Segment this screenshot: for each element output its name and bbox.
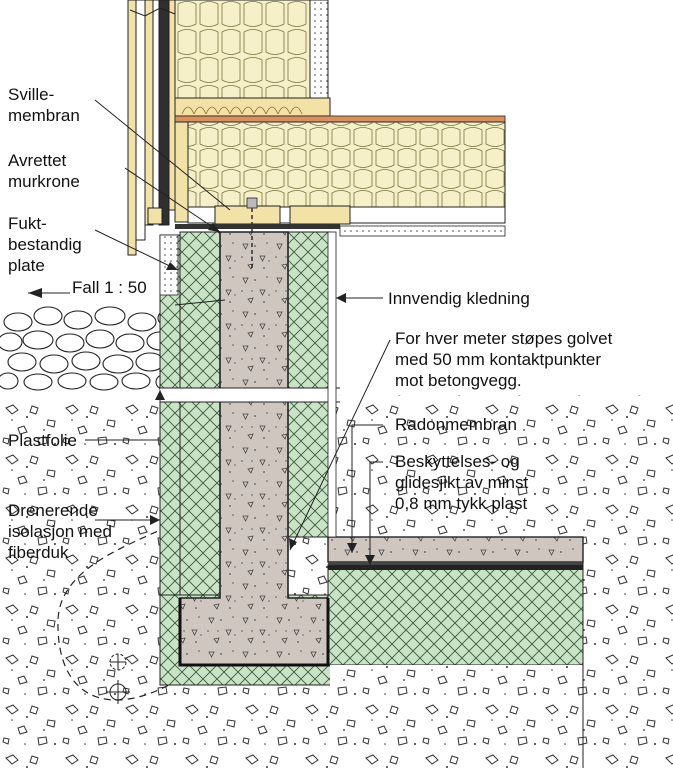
label-radonmembran: Radonmembran [395, 415, 517, 434]
label-drenerende-isolasjon: Drenerende isolasjon med fiberduk [8, 501, 112, 562]
label-avrettet-murkrone: Avrettet murkrone [8, 151, 80, 191]
floor-slab [327, 536, 584, 563]
label-fall: Fall 1 : 50 [72, 278, 147, 297]
drain-pipe-icon [106, 653, 130, 704]
interior-lining [327, 231, 337, 538]
drainage-stones [0, 300, 179, 391]
label-plastfolie: Plastfolie [8, 431, 77, 450]
leader-lines [85, 99, 391, 565]
label-kontaktpunkter: For hver meter støpes golvet med 50 mm k… [395, 329, 613, 390]
label-sville-membran: Sville- membran [8, 85, 80, 125]
label-innvendig-kledning: Innvendig kledning [388, 289, 530, 308]
floor-insulation [327, 564, 584, 666]
label-fuktbestandig-plate: Fukt- bestandig plate [8, 214, 82, 275]
label-glidesjikt: Beskyttelses- og glidesjikt av minst 0,8… [395, 452, 529, 513]
